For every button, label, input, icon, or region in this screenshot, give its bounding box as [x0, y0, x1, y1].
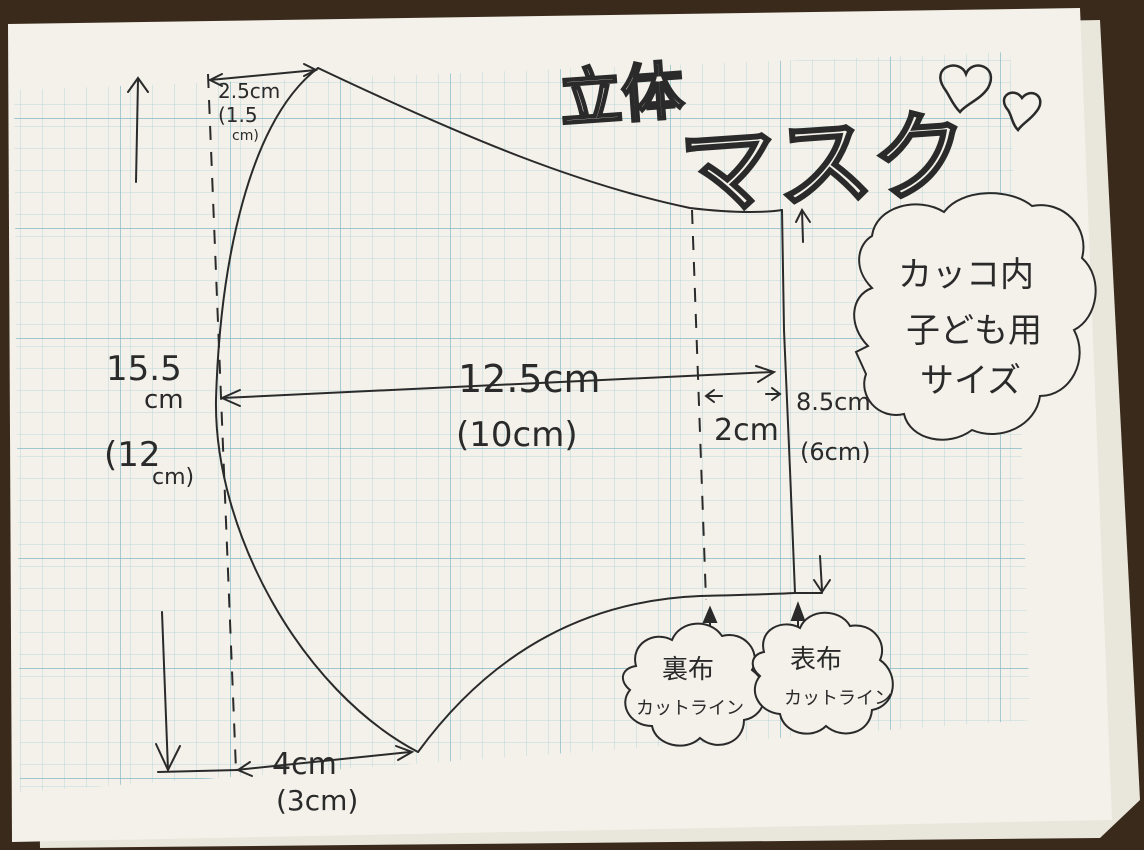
- top-width-child-unit: cm): [232, 128, 259, 144]
- outer-label-line2: カットライン: [784, 688, 892, 709]
- edge-height-label: 8.5cm: [796, 388, 871, 416]
- outer-cutline-bubble: 表布 カットライン: [751, 611, 894, 735]
- bottom-width-label: 4cm: [272, 747, 337, 782]
- bottom-width-child-label: (3cm): [276, 784, 358, 817]
- edge-height-child-label: (6cm): [800, 438, 871, 466]
- length-label: 12.5cm: [458, 357, 601, 401]
- lining-label-line2: カットライン: [636, 698, 744, 719]
- top-width-label: 2.5cm: [218, 79, 280, 103]
- dimension-labels: 2.5cm (1.5 cm) 15.5 cm (12 cm) 12.5cm (1…: [104, 79, 871, 817]
- title: 立体 マスク: [556, 53, 973, 231]
- top-width-child-label: (1.5: [218, 103, 258, 127]
- height-child-value: (12: [104, 435, 161, 475]
- mask-outline: [214, 67, 823, 753]
- title-line1: 立体: [557, 54, 686, 135]
- note-line3: サイズ: [920, 361, 1021, 401]
- height-child-unit: cm): [152, 465, 194, 490]
- note-bubble: カッコ内 子ども用 サイズ: [853, 192, 1097, 441]
- heart-icon: [939, 64, 1042, 132]
- lining-cutline-bubble: 裏布 カットライン: [621, 622, 766, 747]
- dashed-guides: [207, 73, 707, 771]
- outer-label-line1: 表布: [790, 645, 842, 675]
- grid-area: [14, 52, 1030, 792]
- seam-allowance-label: 2cm: [714, 413, 779, 448]
- height-value: 15.5: [106, 349, 182, 389]
- lining-label-line1: 裏布: [662, 655, 714, 685]
- length-child-label: (10cm): [456, 415, 578, 455]
- height-unit: cm: [144, 385, 184, 415]
- note-line2: 子ども用: [906, 311, 1042, 351]
- note-line1: カッコ内: [898, 255, 1034, 295]
